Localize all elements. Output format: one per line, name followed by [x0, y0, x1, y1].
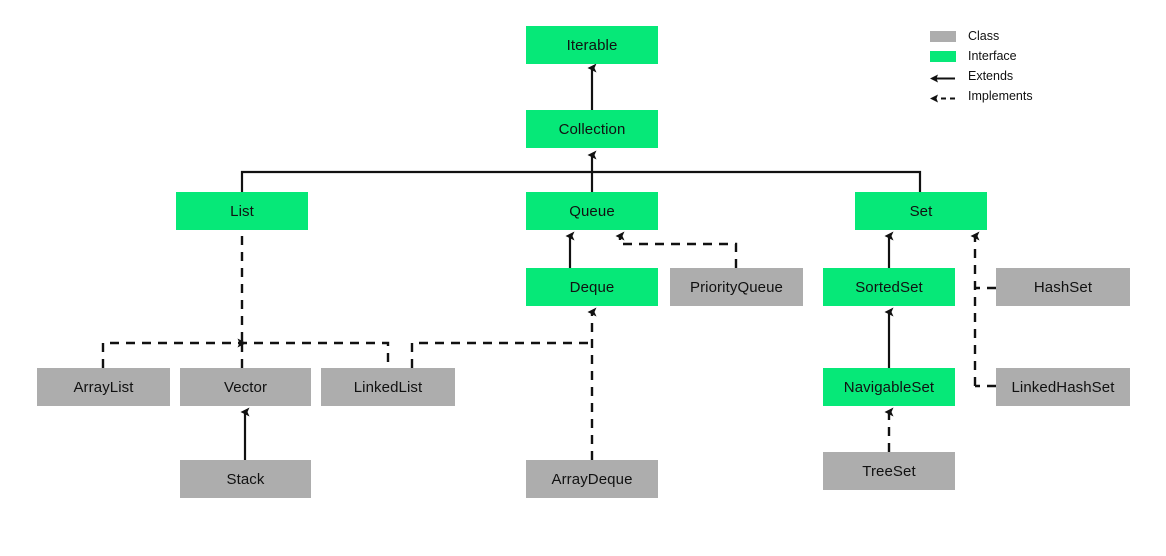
node-label: Deque: [569, 278, 615, 296]
node-linkedlist[interactable]: LinkedList: [321, 368, 455, 406]
class-swatch-icon: [930, 30, 956, 42]
node-treeset[interactable]: TreeSet: [823, 452, 955, 490]
node-arraydeque[interactable]: ArrayDeque: [526, 460, 658, 498]
legend-item-class: Class: [930, 26, 999, 46]
legend-item-interface: Interface: [930, 46, 1017, 66]
node-sortedset[interactable]: SortedSet: [823, 268, 955, 306]
node-arraylist[interactable]: ArrayList: [37, 368, 170, 406]
node-collection[interactable]: Collection: [526, 110, 658, 148]
edge-priorityqueue-implements-queue: [615, 231, 738, 268]
legend-label-implements: Implements: [968, 88, 1033, 103]
node-label: Iterable: [566, 36, 618, 54]
edge-list-extends-collection: [240, 170, 922, 192]
node-label: ArrayList: [73, 378, 134, 396]
solid-arrow-icon: [930, 71, 956, 82]
node-label: Vector: [223, 378, 268, 396]
node-iterable[interactable]: Iterable: [526, 26, 658, 64]
node-linkedhashset[interactable]: LinkedHashSet: [996, 368, 1130, 406]
node-label: LinkedList: [353, 378, 423, 396]
node-priorityqueue[interactable]: PriorityQueue: [670, 268, 803, 306]
node-label: List: [230, 202, 254, 220]
node-label: NavigableSet: [843, 378, 935, 396]
node-label: Stack: [226, 470, 265, 488]
legend-label-class: Class: [968, 28, 1000, 43]
node-label: ArrayDeque: [551, 470, 633, 488]
node-queue[interactable]: Queue: [526, 192, 658, 230]
node-stack[interactable]: Stack: [180, 460, 311, 498]
node-label: Queue: [569, 202, 615, 220]
node-navigableset[interactable]: NavigableSet: [823, 368, 955, 406]
node-label: SortedSet: [855, 278, 923, 296]
dashed-arrow-icon: [930, 91, 956, 102]
node-label: HashSet: [1033, 278, 1093, 296]
node-label: LinkedHashSet: [1011, 378, 1115, 396]
legend-item-implements: Implements: [930, 86, 1033, 106]
node-set[interactable]: Set: [855, 192, 987, 230]
node-label: TreeSet: [862, 462, 916, 480]
legend-label-interface: Interface: [968, 48, 1017, 63]
node-label: Set: [909, 202, 933, 220]
legend-item-extends: Extends: [930, 66, 1013, 86]
node-label: PriorityQueue: [689, 278, 783, 296]
node-hashset[interactable]: HashSet: [996, 268, 1130, 306]
edge-linkedlist-implements-deque: [410, 341, 592, 368]
node-deque[interactable]: Deque: [526, 268, 658, 306]
legend: Class Interface Extends Implements: [930, 26, 1110, 116]
legend-label-extends: Extends: [968, 68, 1014, 83]
node-label: Collection: [558, 120, 626, 138]
edge-arraylist-implements-list: [101, 341, 390, 368]
node-list[interactable]: List: [176, 192, 308, 230]
interface-swatch-icon: [930, 50, 956, 62]
node-vector[interactable]: Vector: [180, 368, 311, 406]
